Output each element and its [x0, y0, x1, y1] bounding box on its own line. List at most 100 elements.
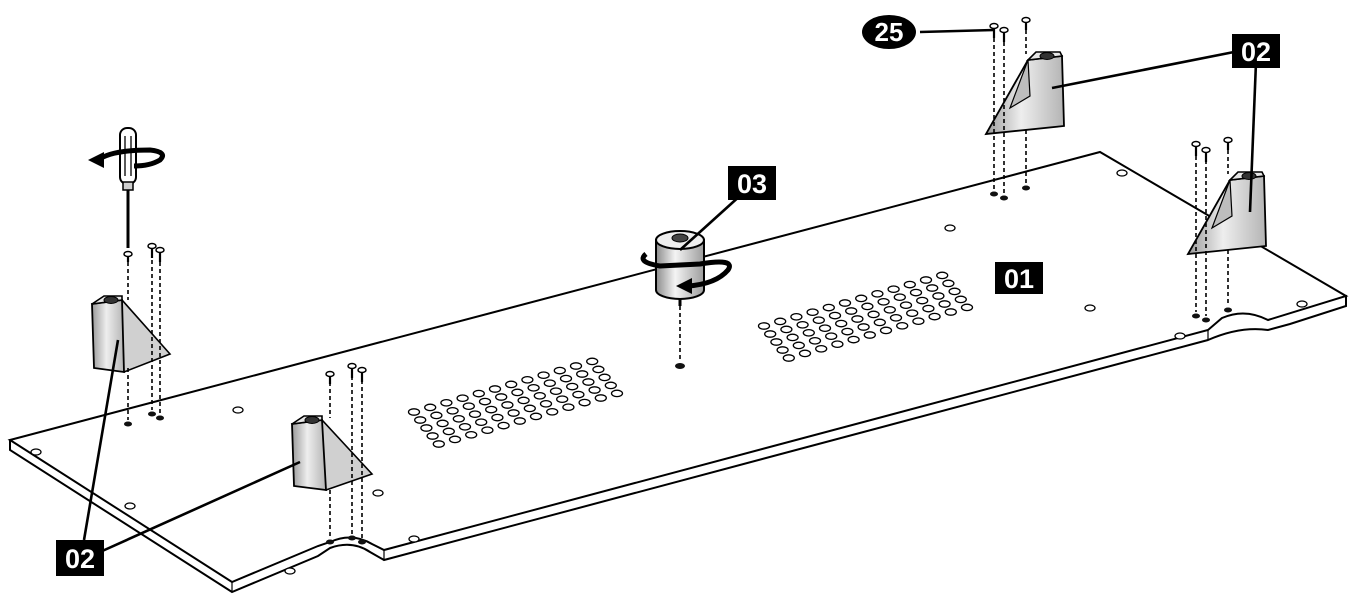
vent-hole	[523, 404, 536, 413]
vent-hole	[932, 292, 945, 300]
vent-hole	[448, 435, 462, 444]
vent-hole	[407, 408, 421, 416]
vent-hole	[539, 399, 553, 408]
screws-front-middle	[325, 362, 367, 545]
vent-hole	[960, 303, 974, 312]
vent-hole	[877, 297, 890, 306]
vent-hole	[569, 362, 583, 370]
vent-hole	[511, 388, 524, 397]
vent-hole	[442, 427, 455, 436]
vent-hole	[543, 379, 556, 388]
vent-hole	[873, 318, 886, 327]
vent-hole-grid-left	[407, 357, 624, 448]
vent-hole	[926, 284, 939, 292]
vent-hole	[822, 303, 835, 312]
vent-hole	[507, 409, 520, 417]
vent-hole	[851, 315, 864, 323]
vent-hole	[903, 280, 916, 289]
panel-edge-line	[231, 296, 1347, 592]
vent-hole	[576, 370, 589, 378]
vent-hole	[808, 336, 822, 345]
vent-hole	[465, 430, 478, 439]
vent-hole	[792, 341, 805, 350]
vent-hole	[828, 311, 842, 320]
vent-hole	[928, 312, 941, 321]
vent-hole	[798, 349, 812, 358]
bracket-front-middle	[290, 415, 374, 492]
label-25: 25	[862, 15, 916, 49]
vent-hole	[426, 432, 439, 440]
label-02-back: 02	[1232, 34, 1280, 68]
rotation-arrow-icon	[640, 252, 732, 294]
vent-hole	[883, 305, 896, 314]
label-01: 01	[995, 262, 1043, 294]
vent-hole	[446, 406, 459, 415]
vent-hole	[863, 331, 876, 339]
vent-hole	[556, 395, 569, 404]
vent-hole	[478, 397, 492, 406]
vent-hole	[887, 285, 900, 294]
vent-hole	[488, 385, 502, 393]
label-02-back-text: 02	[1241, 37, 1271, 67]
vent-hole	[440, 398, 453, 407]
vent-hole	[501, 401, 514, 409]
screws-back-right	[1191, 136, 1233, 323]
vent-hole	[521, 375, 534, 384]
rotation-arrow-icon	[88, 147, 165, 169]
vent-hole	[566, 382, 579, 391]
vent-hole	[529, 412, 543, 421]
label-02-front: 02	[56, 540, 104, 576]
vent-hole	[912, 317, 925, 326]
vent-hole	[586, 357, 599, 366]
vent-hole	[452, 414, 465, 423]
vent-hole	[838, 299, 852, 307]
vent-hole	[546, 407, 559, 416]
vent-hole	[562, 403, 575, 412]
vent-hole	[938, 300, 951, 308]
vent-hole	[517, 396, 530, 405]
vent-hole	[592, 365, 605, 374]
vent-hole	[458, 422, 472, 431]
vent-hole	[420, 424, 433, 432]
vent-hole	[436, 419, 449, 428]
vent-hole	[831, 340, 844, 349]
vent-hole	[757, 322, 771, 330]
vent-hole	[815, 344, 828, 353]
vent-hole	[770, 338, 783, 346]
vent-hole	[485, 405, 498, 414]
vent-hole	[818, 324, 832, 333]
vent-hole	[764, 330, 777, 338]
vent-hole	[588, 386, 601, 394]
vent-hole	[549, 387, 563, 396]
label-03: 03	[728, 166, 776, 200]
vent-hole	[906, 309, 919, 318]
vent-hole	[796, 320, 809, 329]
vent-hole	[424, 403, 437, 412]
vent-hole	[604, 381, 617, 390]
vent-hole	[899, 301, 913, 310]
panel-edge-holes	[30, 169, 1308, 575]
bracket-front-left	[90, 295, 172, 374]
vent-hole	[919, 276, 933, 284]
vent-hole	[553, 366, 566, 375]
vent-hole	[944, 308, 957, 316]
vent-hole	[954, 295, 967, 304]
vent-hole	[414, 416, 427, 424]
vent-hole	[942, 279, 955, 288]
screws-front-left	[123, 242, 165, 427]
vent-hole	[786, 333, 799, 342]
vent-hole	[594, 394, 607, 402]
vent-hole	[472, 389, 485, 398]
vent-hole	[491, 413, 504, 422]
vent-hole	[497, 421, 510, 430]
vent-hole	[948, 287, 961, 296]
vent-hole	[774, 317, 787, 326]
vent-hole	[481, 426, 494, 435]
vent-hole	[806, 308, 819, 317]
label-01-text: 01	[1004, 264, 1034, 294]
screws-back-middle	[989, 16, 1031, 201]
vent-hole	[582, 378, 595, 386]
leader-lines	[82, 28, 1258, 554]
vent-hole	[857, 323, 870, 331]
